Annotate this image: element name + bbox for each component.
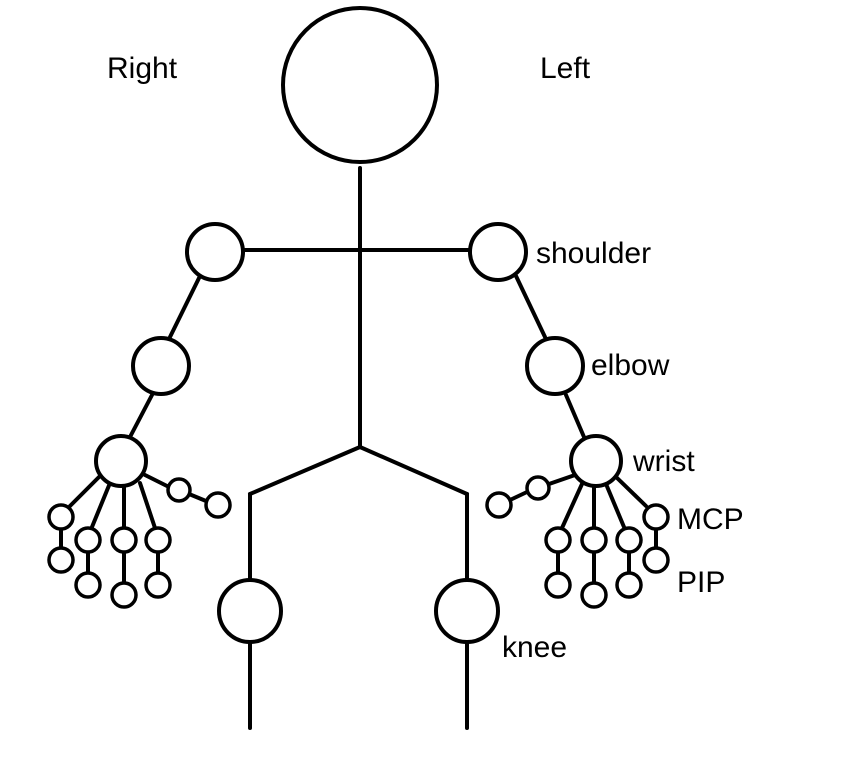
wrist-label: wrist <box>632 445 695 478</box>
left-ring-line <box>604 482 626 529</box>
shoulder-label: shoulder <box>536 237 651 270</box>
right-middle-pip-joint <box>110 581 138 609</box>
right-upper-arm-line <box>168 274 202 339</box>
left-index-line <box>560 482 584 530</box>
right-hand-finger-lines <box>59 473 208 585</box>
left-ring-pip-joint <box>615 571 643 599</box>
right-little-line <box>68 473 103 508</box>
left-index-mcp-joint <box>544 526 572 554</box>
head-circle <box>281 6 439 164</box>
left-little-line <box>612 473 648 508</box>
right-shoulder-joint <box>185 222 245 282</box>
left-middle-mcp-joint <box>580 526 608 554</box>
right-side-label: Right <box>107 52 178 85</box>
left-side-label: Left <box>540 52 591 85</box>
left-ring-mcp-joint <box>615 526 643 554</box>
left-hand-joints <box>485 475 670 609</box>
mcp-label: MCP <box>677 503 744 536</box>
left-wrist-joint <box>569 434 623 488</box>
left-middle-pip-joint <box>580 581 608 609</box>
left-knee-joint <box>434 578 500 644</box>
right-little-pip-joint <box>47 546 75 574</box>
left-hand-finger-lines <box>508 473 658 585</box>
right-thumb-mcp-joint <box>166 477 192 503</box>
right-ring-pip-joint <box>74 571 102 599</box>
left-forearm-line <box>564 393 586 439</box>
right-index-mcp-joint <box>144 526 172 554</box>
left-thumb-distal-line <box>508 490 529 502</box>
left-thumb-line <box>547 473 577 486</box>
right-hip-line <box>248 445 362 496</box>
major-joints <box>94 222 623 644</box>
left-shoulder-joint <box>468 222 528 282</box>
right-thumb-distal-line <box>187 492 208 503</box>
left-index-pip-joint <box>544 571 572 599</box>
right-knee-joint <box>217 578 283 644</box>
right-ring-mcp-joint <box>74 526 102 554</box>
right-forearm-line <box>128 393 154 439</box>
right-little-mcp-joint <box>47 503 75 531</box>
left-thumb-ip-joint <box>485 491 513 519</box>
right-ring-line <box>90 481 112 529</box>
left-upper-arm-line <box>514 274 547 339</box>
left-little-pip-joint <box>642 546 670 574</box>
elbow-label: elbow <box>591 349 670 382</box>
skeleton-lines <box>128 166 586 730</box>
left-hip-line <box>358 445 469 496</box>
right-index-pip-joint <box>144 571 172 599</box>
right-index-line <box>138 481 157 530</box>
knee-label: knee <box>502 631 567 664</box>
right-hand-joints <box>47 477 232 609</box>
pip-label: PIP <box>677 566 725 599</box>
right-thumb-line <box>143 473 171 489</box>
right-middle-mcp-joint <box>110 526 138 554</box>
right-elbow-joint <box>131 336 191 396</box>
left-elbow-joint <box>525 336 585 396</box>
right-thumb-ip-joint <box>204 491 232 519</box>
left-thumb-mcp-joint <box>525 475 551 501</box>
right-wrist-joint <box>94 434 148 488</box>
left-little-mcp-joint <box>642 503 670 531</box>
